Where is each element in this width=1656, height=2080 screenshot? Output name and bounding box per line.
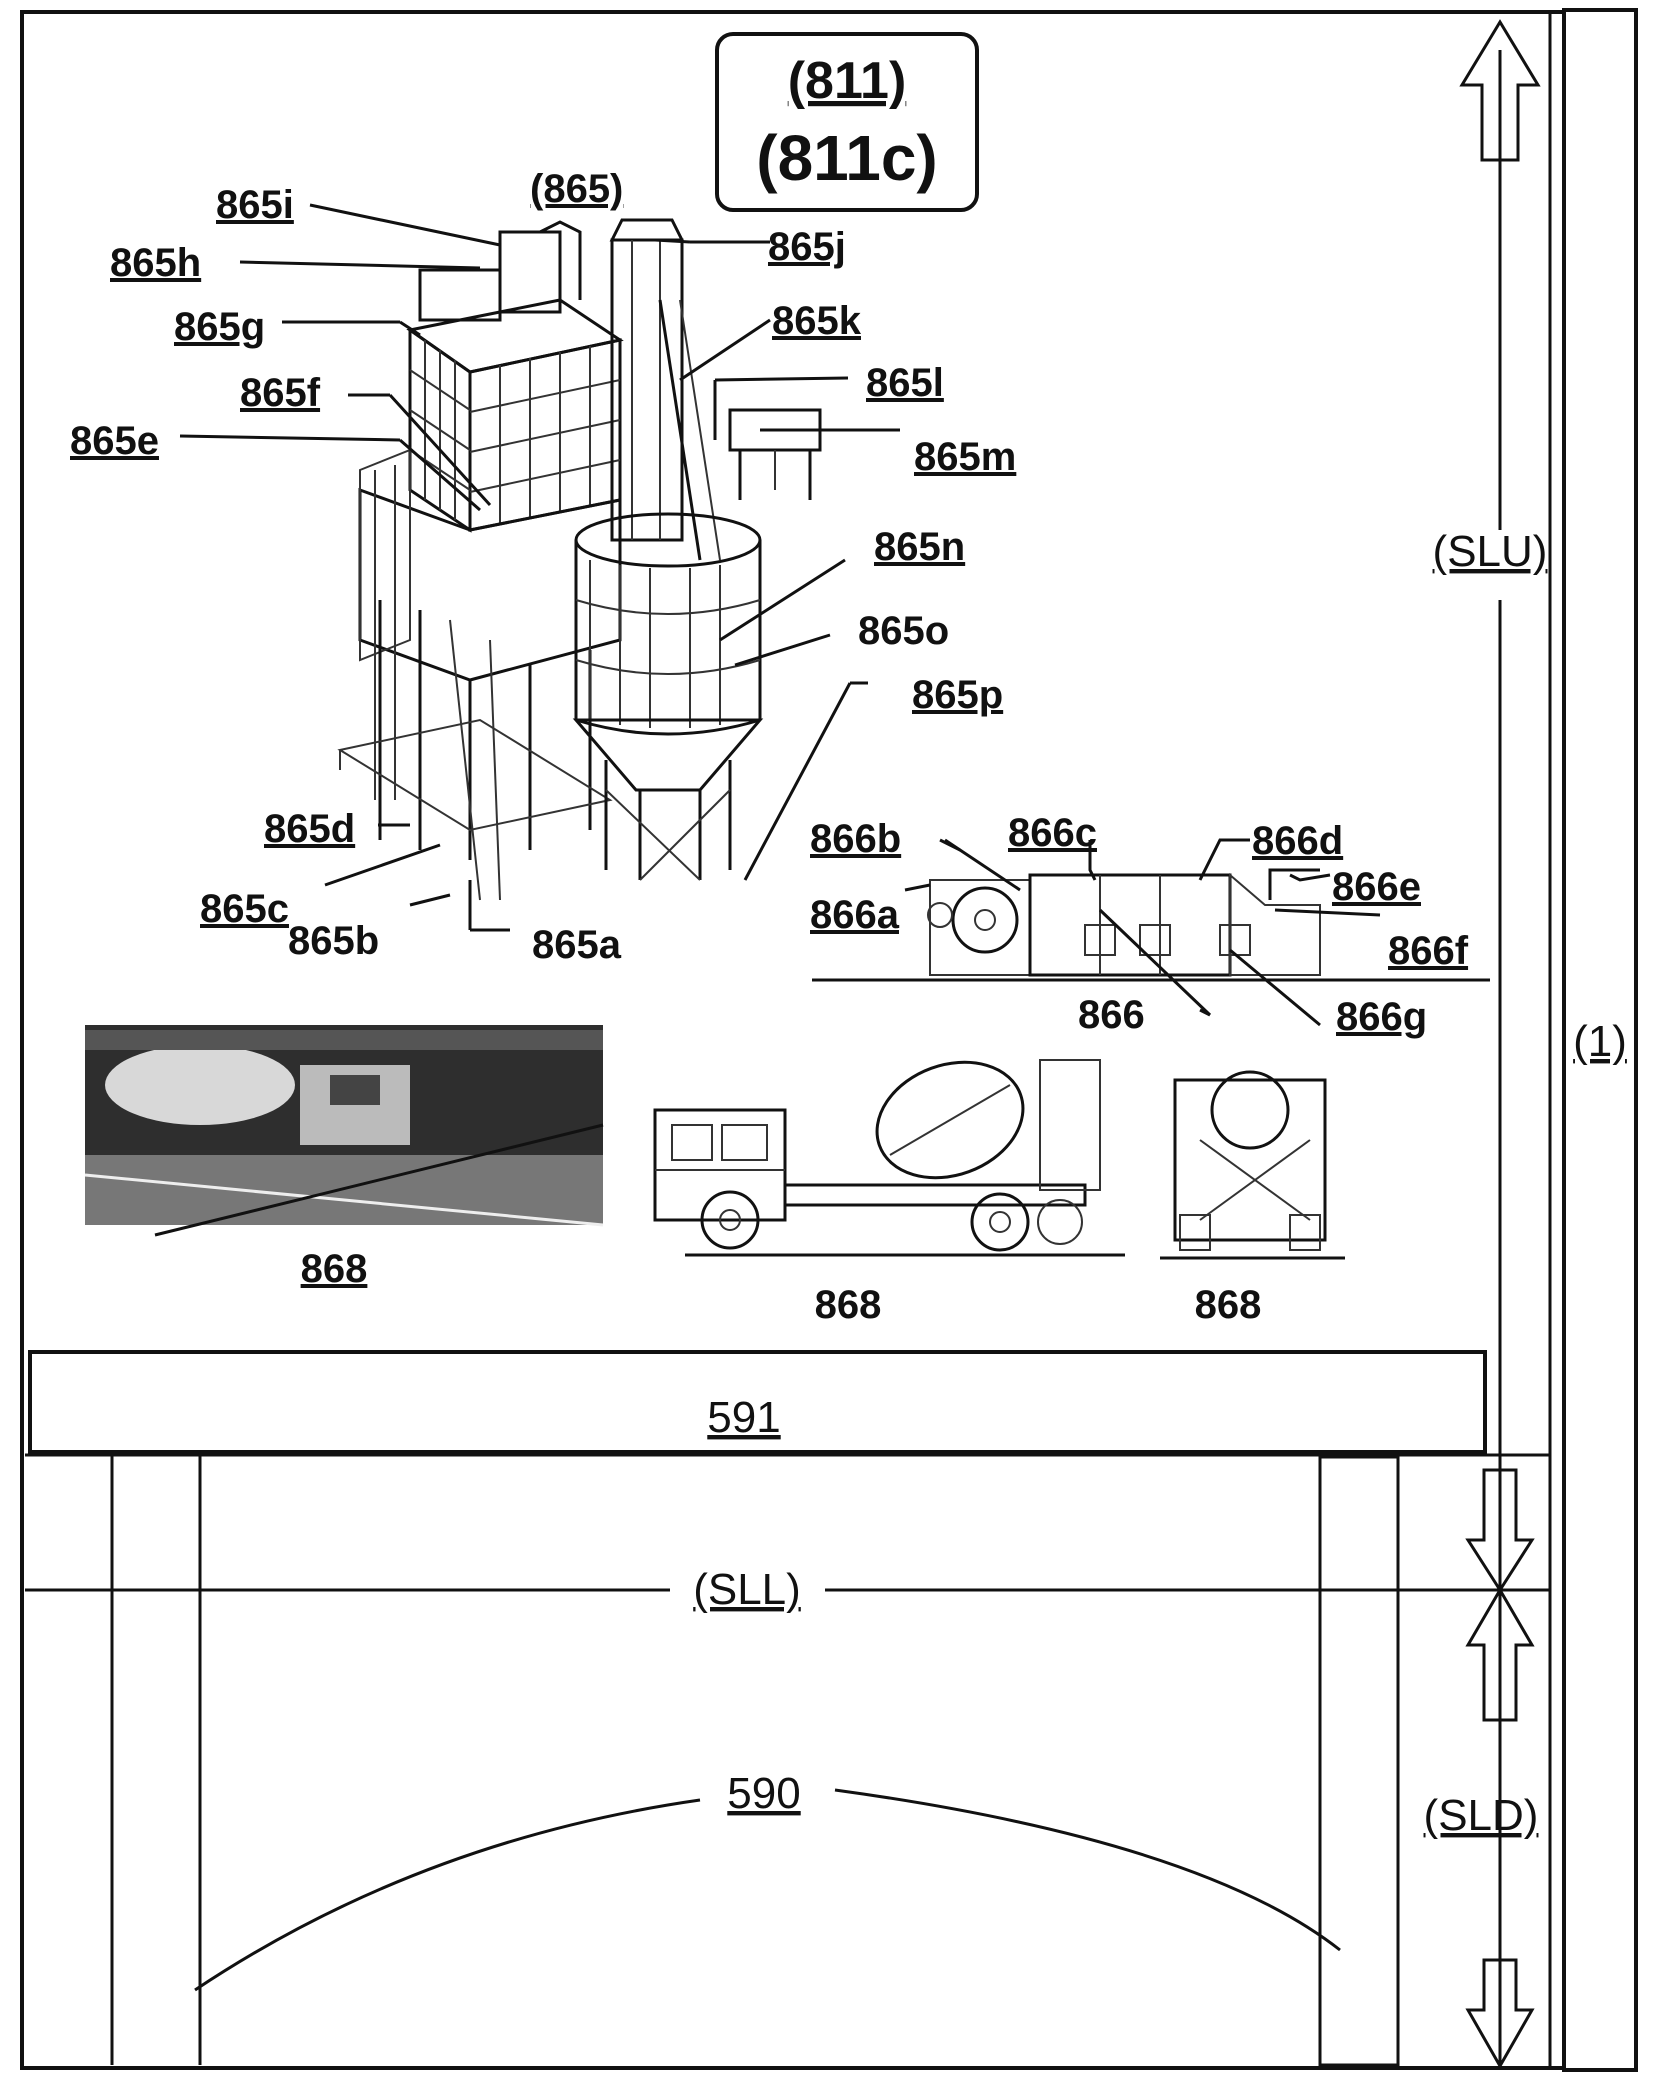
truck-photo <box>85 1025 603 1235</box>
label-865o: 865o <box>858 609 949 653</box>
label-591: 591 <box>707 1393 780 1442</box>
label-865n: 865n <box>874 525 965 569</box>
label-865-group: (865) <box>530 167 623 211</box>
batching-plant-sketch <box>340 220 820 900</box>
header-line-2: (811c) <box>756 122 937 194</box>
label-865m: 865m <box>914 435 1016 479</box>
truck-rear-view <box>1160 1072 1345 1258</box>
label-865b: 865b <box>288 919 379 963</box>
label-866f: 866f <box>1388 929 1469 973</box>
label-866: 866 <box>1078 993 1145 1037</box>
label-865d: 865d <box>264 807 355 851</box>
label-590: 590 <box>727 1769 800 1818</box>
label-868-side: 868 <box>815 1283 882 1327</box>
label-865l: 865l <box>866 361 944 405</box>
label-866a: 866a <box>810 893 900 937</box>
label-sld: (SLD) <box>1424 1791 1539 1840</box>
label-865e: 865e <box>70 419 159 463</box>
label-866b: 866b <box>810 817 901 861</box>
label-building-1: (1) <box>1573 1017 1627 1066</box>
label-865k: 865k <box>772 299 862 343</box>
label-866e: 866e <box>1332 865 1421 909</box>
label-868-photo: 868 <box>301 1247 368 1291</box>
label-865p: 865p <box>912 673 1003 717</box>
label-865i: 865i <box>216 183 294 227</box>
label-sll: (SLL) <box>693 1565 801 1614</box>
truck-side-view <box>655 1043 1125 1255</box>
label-865h: 865h <box>110 241 201 285</box>
label-865c: 865c <box>200 887 289 931</box>
label-868-rear: 868 <box>1195 1283 1262 1327</box>
dimension-arrows <box>1462 22 1538 2066</box>
header-line-1: (811) <box>788 52 907 110</box>
label-866c: 866c <box>1008 811 1097 855</box>
label-865f: 865f <box>240 371 321 415</box>
label-865j: 865j <box>768 225 846 269</box>
label-866d: 866d <box>1252 819 1343 863</box>
label-slu: (SLU) <box>1433 527 1548 576</box>
label-866g: 866g <box>1336 995 1427 1039</box>
lower-structure <box>25 1455 1550 2065</box>
label-865a: 865a <box>532 923 622 967</box>
label-865g: 865g <box>174 305 265 349</box>
